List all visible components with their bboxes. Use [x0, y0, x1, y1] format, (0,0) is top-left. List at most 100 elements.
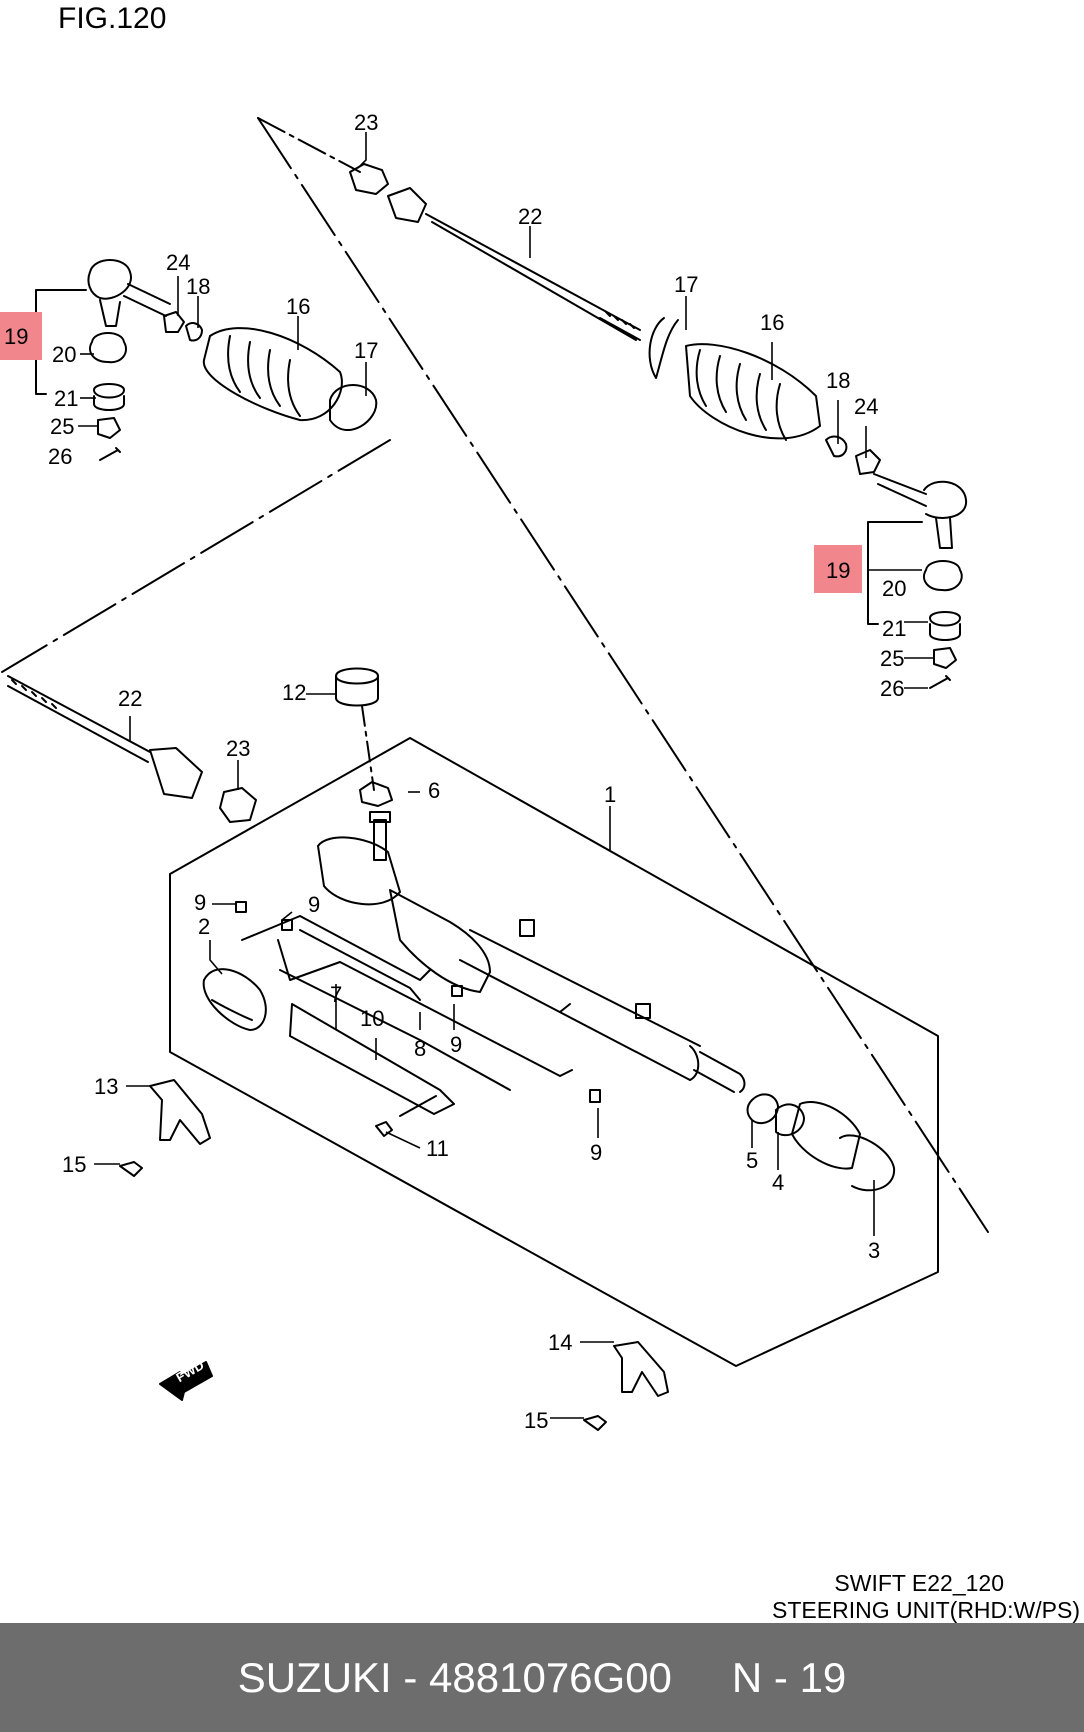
pipe-7	[241, 915, 573, 1077]
boot-16-left	[202, 327, 343, 422]
ring-21-right	[929, 611, 961, 641]
callout-21: 21	[54, 386, 78, 411]
boot-20-left	[89, 332, 127, 364]
callout-3: 3	[868, 1238, 880, 1263]
callout-20: 20	[882, 576, 906, 601]
part-number-text: SUZUKI - 4881076G00	[237, 1653, 672, 1701]
mount-cushion-12	[335, 667, 379, 707]
callout-21: 21	[882, 616, 906, 641]
callout-14: 14	[548, 1330, 572, 1355]
callout-26: 26	[880, 676, 904, 701]
guide-line	[257, 117, 361, 173]
nut-6	[359, 781, 393, 807]
callout-24: 24	[166, 250, 190, 275]
boot-3-end	[791, 1101, 896, 1192]
bracket-19-right	[867, 521, 923, 625]
callout-22: 22	[118, 686, 142, 711]
model-code: SWIFT E22_120	[834, 1570, 1004, 1596]
pipe-8	[279, 929, 511, 1091]
nut-18-right	[825, 435, 848, 458]
callout-5: 5	[746, 1148, 758, 1173]
rack-assembly-outline	[169, 737, 939, 1367]
guide-line	[1, 439, 391, 673]
cotter-pin-26-left	[99, 447, 121, 461]
callout-19: 19	[826, 558, 850, 583]
union-9c	[451, 985, 463, 997]
figure-description: STEERING UNIT(RHD:W/PS)	[772, 1597, 1080, 1623]
lock-nut-23	[349, 163, 389, 195]
callout-16: 16	[760, 310, 784, 335]
guide-line	[257, 117, 989, 1233]
steering-unit-diagram: 23 22 17 16 18 24 19 20 21 25 26 24 18 1…	[0, 110, 989, 1433]
callout-24: 24	[854, 394, 878, 419]
highlight-19-right	[814, 545, 862, 593]
inner-tie-rod-22-right	[387, 187, 641, 341]
callout-22: 22	[518, 204, 542, 229]
callout-19: 19	[4, 324, 28, 349]
callout-7: 7	[330, 982, 342, 1007]
figure-title: FIG.120	[58, 2, 167, 35]
callout-9: 9	[450, 1032, 462, 1057]
part-info-bar: SUZUKI - 4881076G00 N - 19	[0, 1623, 1084, 1732]
callout-20: 20	[52, 342, 76, 367]
reference-number-text: N - 19	[731, 1653, 847, 1701]
rack-housing-1	[317, 811, 746, 1093]
bolt-15a	[119, 1161, 143, 1177]
tie-rod-left-group	[35, 259, 378, 461]
callout-15: 15	[524, 1408, 548, 1433]
mounting-13	[149, 1079, 211, 1145]
callout-9: 9	[308, 892, 320, 917]
cotter-pin-26-right	[929, 675, 951, 689]
lock-nut-23-left	[219, 787, 257, 823]
nut-18-left	[185, 322, 203, 342]
nut-24-right	[855, 449, 881, 475]
callout-11: 11	[426, 1136, 449, 1161]
callout-16: 16	[286, 294, 310, 319]
callout-13: 13	[94, 1074, 118, 1099]
mounting-2	[202, 968, 267, 1031]
thread	[599, 311, 641, 341]
mounting-14	[613, 1341, 669, 1397]
callout-2: 2	[198, 914, 210, 939]
nut-25-right	[933, 647, 957, 669]
union-9b	[281, 919, 293, 931]
guide-line	[361, 705, 375, 791]
callout-18: 18	[826, 368, 850, 393]
callout-18: 18	[186, 274, 210, 299]
bolt-11	[375, 1121, 393, 1137]
callout-17: 17	[354, 338, 378, 363]
callout-10: 10	[360, 1006, 384, 1031]
ring-21-left	[93, 383, 125, 411]
callout-25: 25	[50, 414, 74, 439]
fwd-arrow-icon	[159, 1361, 213, 1401]
bolt-15b	[583, 1415, 607, 1431]
callout-4: 4	[772, 1170, 784, 1195]
callout-15: 15	[62, 1152, 86, 1177]
union-9a	[235, 901, 247, 913]
callout-17: 17	[674, 272, 698, 297]
tie-rod-right-group	[349, 163, 968, 689]
nut-24-left	[163, 311, 185, 333]
ring-4	[775, 1103, 805, 1137]
plate-10	[289, 1003, 455, 1117]
callout-23: 23	[354, 110, 378, 135]
tie-rod-end-right	[873, 473, 968, 549]
callout-6: 6	[428, 778, 440, 803]
callout-1: 1	[604, 782, 616, 807]
union-9d	[589, 1089, 601, 1103]
highlight-19-left	[0, 312, 42, 360]
callout-8: 8	[414, 1036, 426, 1061]
callout-25: 25	[880, 646, 904, 671]
tie-rod-end-left	[87, 259, 171, 327]
boot-clamp-17-right	[648, 317, 679, 379]
boot-16-right	[685, 343, 821, 441]
boot-20-right	[923, 560, 963, 592]
inner-tie-rod-left	[7, 675, 257, 823]
boot-clamp-17-left	[329, 384, 378, 432]
callout-23: 23	[226, 736, 250, 761]
callout-9: 9	[194, 890, 206, 915]
nut-25-left	[97, 417, 121, 439]
callout-26: 26	[48, 444, 72, 469]
seal-5	[746, 1093, 779, 1125]
callout-12: 12	[282, 680, 306, 705]
